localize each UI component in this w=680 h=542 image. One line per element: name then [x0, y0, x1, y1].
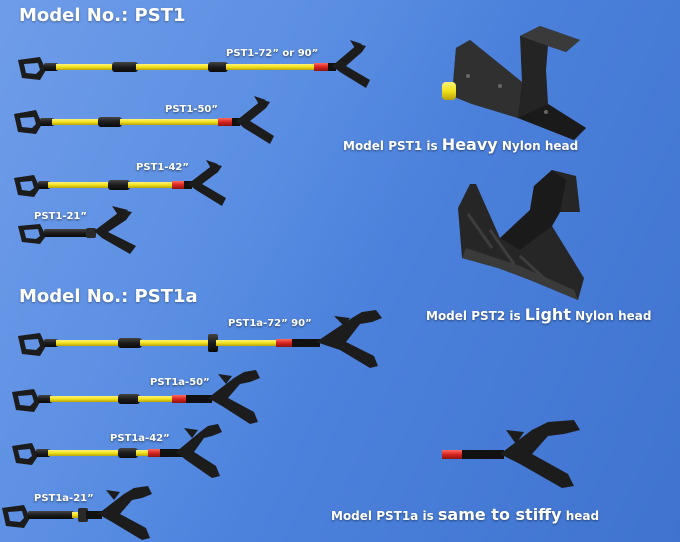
caption-stiffy-prefix: Model PST1a is	[331, 509, 438, 523]
caption-stiffy-head: Model PST1a is same to stiffy head	[331, 505, 599, 524]
caption-heavy-head: Model PST1 is Heavy Nylon head	[343, 135, 578, 154]
pole-pst1a-42	[12, 424, 222, 478]
heavy-head-closeup	[442, 26, 586, 140]
pole-label-pst1a-72-90: PST1a-72” 90”	[228, 318, 312, 329]
stiffy-head-closeup	[442, 420, 580, 488]
pole-label-pst1a-21: PST1a-21”	[34, 493, 94, 504]
caption-light-prefix: Model PST2 is	[426, 309, 525, 323]
pst1-section-title: Model No.: PST1	[19, 5, 186, 26]
caption-light-suffix: Nylon head	[570, 309, 652, 323]
pole-pst1-72-90	[18, 40, 370, 88]
pole-label-pst1a-50: PST1a-50”	[150, 377, 210, 388]
caption-light-head: Model PST2 is Light Nylon head	[426, 305, 651, 324]
pole-label-pst1a-42: PST1a-42”	[110, 433, 170, 444]
caption-stiffy-suffix: head	[561, 509, 600, 523]
pole-label-pst1-50: PST1-50”	[165, 104, 218, 115]
light-head-closeup	[458, 170, 584, 300]
pole-label-pst1-42: PST1-42”	[136, 162, 189, 173]
pole-label-pst1-72-90: PST1-72” or 90”	[226, 48, 319, 59]
pole-pst1-42	[14, 160, 226, 206]
pole-pst1a-72-90	[18, 310, 382, 368]
pole-label-pst1-21: PST1-21”	[34, 211, 87, 222]
pole-pst1a-21	[2, 486, 152, 540]
caption-light-emphasis: Light	[524, 305, 571, 324]
caption-heavy-suffix: Nylon head	[497, 139, 579, 153]
pole-pst1-50	[14, 96, 274, 144]
caption-heavy-prefix: Model PST1 is	[343, 139, 442, 153]
caption-stiffy-emphasis: same to stiffy	[437, 505, 562, 524]
caption-heavy-emphasis: Heavy	[441, 135, 498, 154]
pole-pst1a-50	[12, 370, 260, 424]
pst1a-section-title: Model No.: PST1a	[19, 286, 198, 307]
pole-pst1-21	[18, 206, 136, 254]
